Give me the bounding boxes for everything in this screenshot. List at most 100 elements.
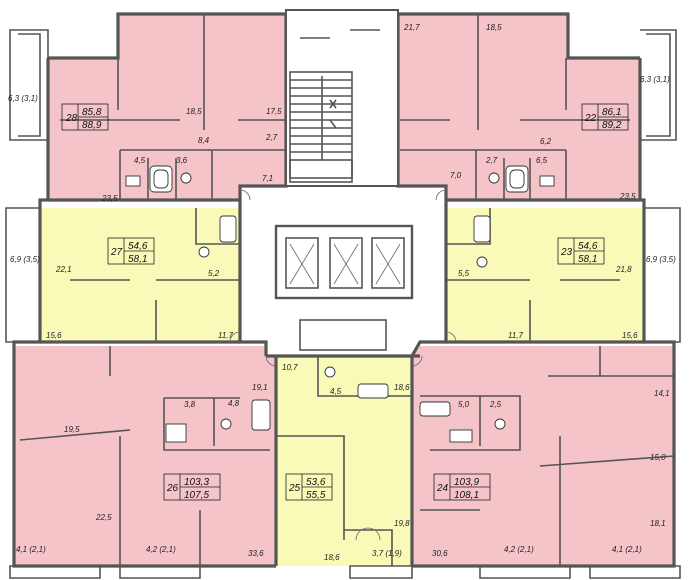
apartment-25-total-area: 55,5 <box>306 490 326 501</box>
sink-icon <box>539 175 555 187</box>
stair-core <box>285 9 399 187</box>
room-label: 10,7 <box>282 363 298 372</box>
bathtub-icon <box>419 401 451 417</box>
room-label: 18,5 <box>486 23 502 32</box>
room-label: 7,0 <box>450 171 462 180</box>
room-label: 15,6 <box>622 331 638 340</box>
room-label: 22,5 <box>95 513 112 522</box>
room-label: 8,4 <box>198 136 210 145</box>
balcony-label: 4,2 (2,1) <box>146 545 176 554</box>
apartment-23-total-area: 58,1 <box>578 254 597 265</box>
apartment-24-area <box>412 346 674 566</box>
room-label: 11,7 <box>508 331 524 340</box>
apartment-24-total-area: 108,1 <box>454 490 479 501</box>
room-label: 4,8 <box>228 399 240 408</box>
bathtub-icon <box>251 399 271 431</box>
apartment-28-living-area: 85,8 <box>82 107 102 118</box>
apartment-26-area <box>14 346 276 566</box>
room-labels: 6,3 (3,1) 18,5 17,5 8,4 2,7 4,5 3,6 7,1 … <box>8 23 676 562</box>
room-label: 14,1 <box>654 389 670 398</box>
room-label: 6,3 (3,1) <box>8 94 38 103</box>
room-label: 19,5 <box>64 425 80 434</box>
apartment-labels: 28 85,8 88,9 22 86,1 89,2 27 54,6 58,1 2… <box>61 103 629 501</box>
toilet-icon <box>476 256 488 268</box>
toilet-icon <box>488 172 500 184</box>
apartment-22-total-area: 89,2 <box>602 120 622 131</box>
room-label: 5,5 <box>458 269 470 278</box>
bathtub-icon <box>357 383 389 399</box>
room-label: 3,6 <box>176 156 188 165</box>
apartment-27-area <box>40 208 240 342</box>
room-label: 7,1 <box>262 174 273 183</box>
apartment-23-living-area: 54,6 <box>578 241 598 252</box>
room-label: 11,7 <box>218 331 234 340</box>
room-label: 2,7 <box>485 156 498 165</box>
apartment-25-number: 25 <box>288 483 301 494</box>
balcony-label: 4,1 (2,1) <box>16 545 46 554</box>
shower-tray-icon <box>165 423 187 443</box>
sink-icon <box>449 429 473 443</box>
room-label: 19,1 <box>252 383 268 392</box>
room-label: 22,1 <box>55 265 72 274</box>
apartment-22-number: 22 <box>584 113 597 124</box>
room-label: 15,6 <box>46 331 62 340</box>
shower-icon <box>219 215 237 243</box>
balcony-label: 4,1 (2,1) <box>612 545 642 554</box>
room-label: 15,0 <box>650 453 666 462</box>
room-label: 5,2 <box>208 269 220 278</box>
room-label: 4,5 <box>330 387 342 396</box>
apartment-27-number: 27 <box>110 247 123 258</box>
toilet-icon <box>180 172 192 184</box>
room-label: 2,7 <box>265 133 278 142</box>
apartment-23-number: 23 <box>560 247 573 258</box>
sink-icon <box>125 175 141 187</box>
apartment-27-total-area: 58,1 <box>128 254 147 265</box>
room-label: 3,8 <box>184 400 196 409</box>
apartment-23-area <box>446 208 644 342</box>
apartment-22-living-area: 86,1 <box>602 107 621 118</box>
room-label: 23,5 <box>101 194 118 203</box>
room-label: 21,7 <box>403 23 420 32</box>
room-label: 6,2 <box>540 137 552 146</box>
apartment-24-number: 24 <box>436 483 449 494</box>
toilet-icon <box>494 418 506 430</box>
apartment-28-total-area: 88,9 <box>82 120 102 131</box>
room-label: 18,1 <box>650 519 666 528</box>
toilet-icon <box>198 246 210 258</box>
room-label: 6,5 <box>536 156 548 165</box>
room-label: 33,6 <box>248 549 264 558</box>
toilet-icon <box>324 366 336 378</box>
balcony-label: 4,2 (2,1) <box>504 545 534 554</box>
room-label: 4,5 <box>134 156 146 165</box>
apartment-27-living-area: 54,6 <box>128 241 148 252</box>
room-label: 6,3 (3,1) <box>640 75 670 84</box>
sanitary-fixtures <box>125 165 555 443</box>
apartment-22-area <box>398 14 640 200</box>
room-label: 18,6 <box>324 553 340 562</box>
room-label: 6,9 (3,5) <box>10 255 40 264</box>
balcony-label: 3,7 (1,9) <box>372 549 402 558</box>
apartment-25-living-area: 53,6 <box>306 477 326 488</box>
room-label: 18,6 <box>394 383 410 392</box>
elevator-shafts <box>274 224 414 351</box>
room-label: 23,5 <box>619 192 636 201</box>
room-label: 19,8 <box>394 519 410 528</box>
room-label: 30,6 <box>432 549 448 558</box>
apartment-28-area <box>48 14 286 200</box>
shower-icon <box>473 215 491 243</box>
apartment-26-number: 26 <box>166 483 179 494</box>
toilet-icon <box>220 418 232 430</box>
apartment-24-living-area: 103,9 <box>454 477 479 488</box>
room-label: 2,5 <box>489 400 502 409</box>
room-label: 18,5 <box>186 107 202 116</box>
apartment-26-living-area: 103,3 <box>184 477 209 488</box>
room-label: 21,8 <box>615 265 632 274</box>
room-label: 17,5 <box>266 107 282 116</box>
apartment-26-total-area: 107,5 <box>184 490 209 501</box>
room-label: 5,0 <box>458 400 470 409</box>
room-label: 6,9 (3,5) <box>646 255 676 264</box>
door-swings <box>229 189 457 541</box>
apartment-28-number: 28 <box>65 113 78 124</box>
